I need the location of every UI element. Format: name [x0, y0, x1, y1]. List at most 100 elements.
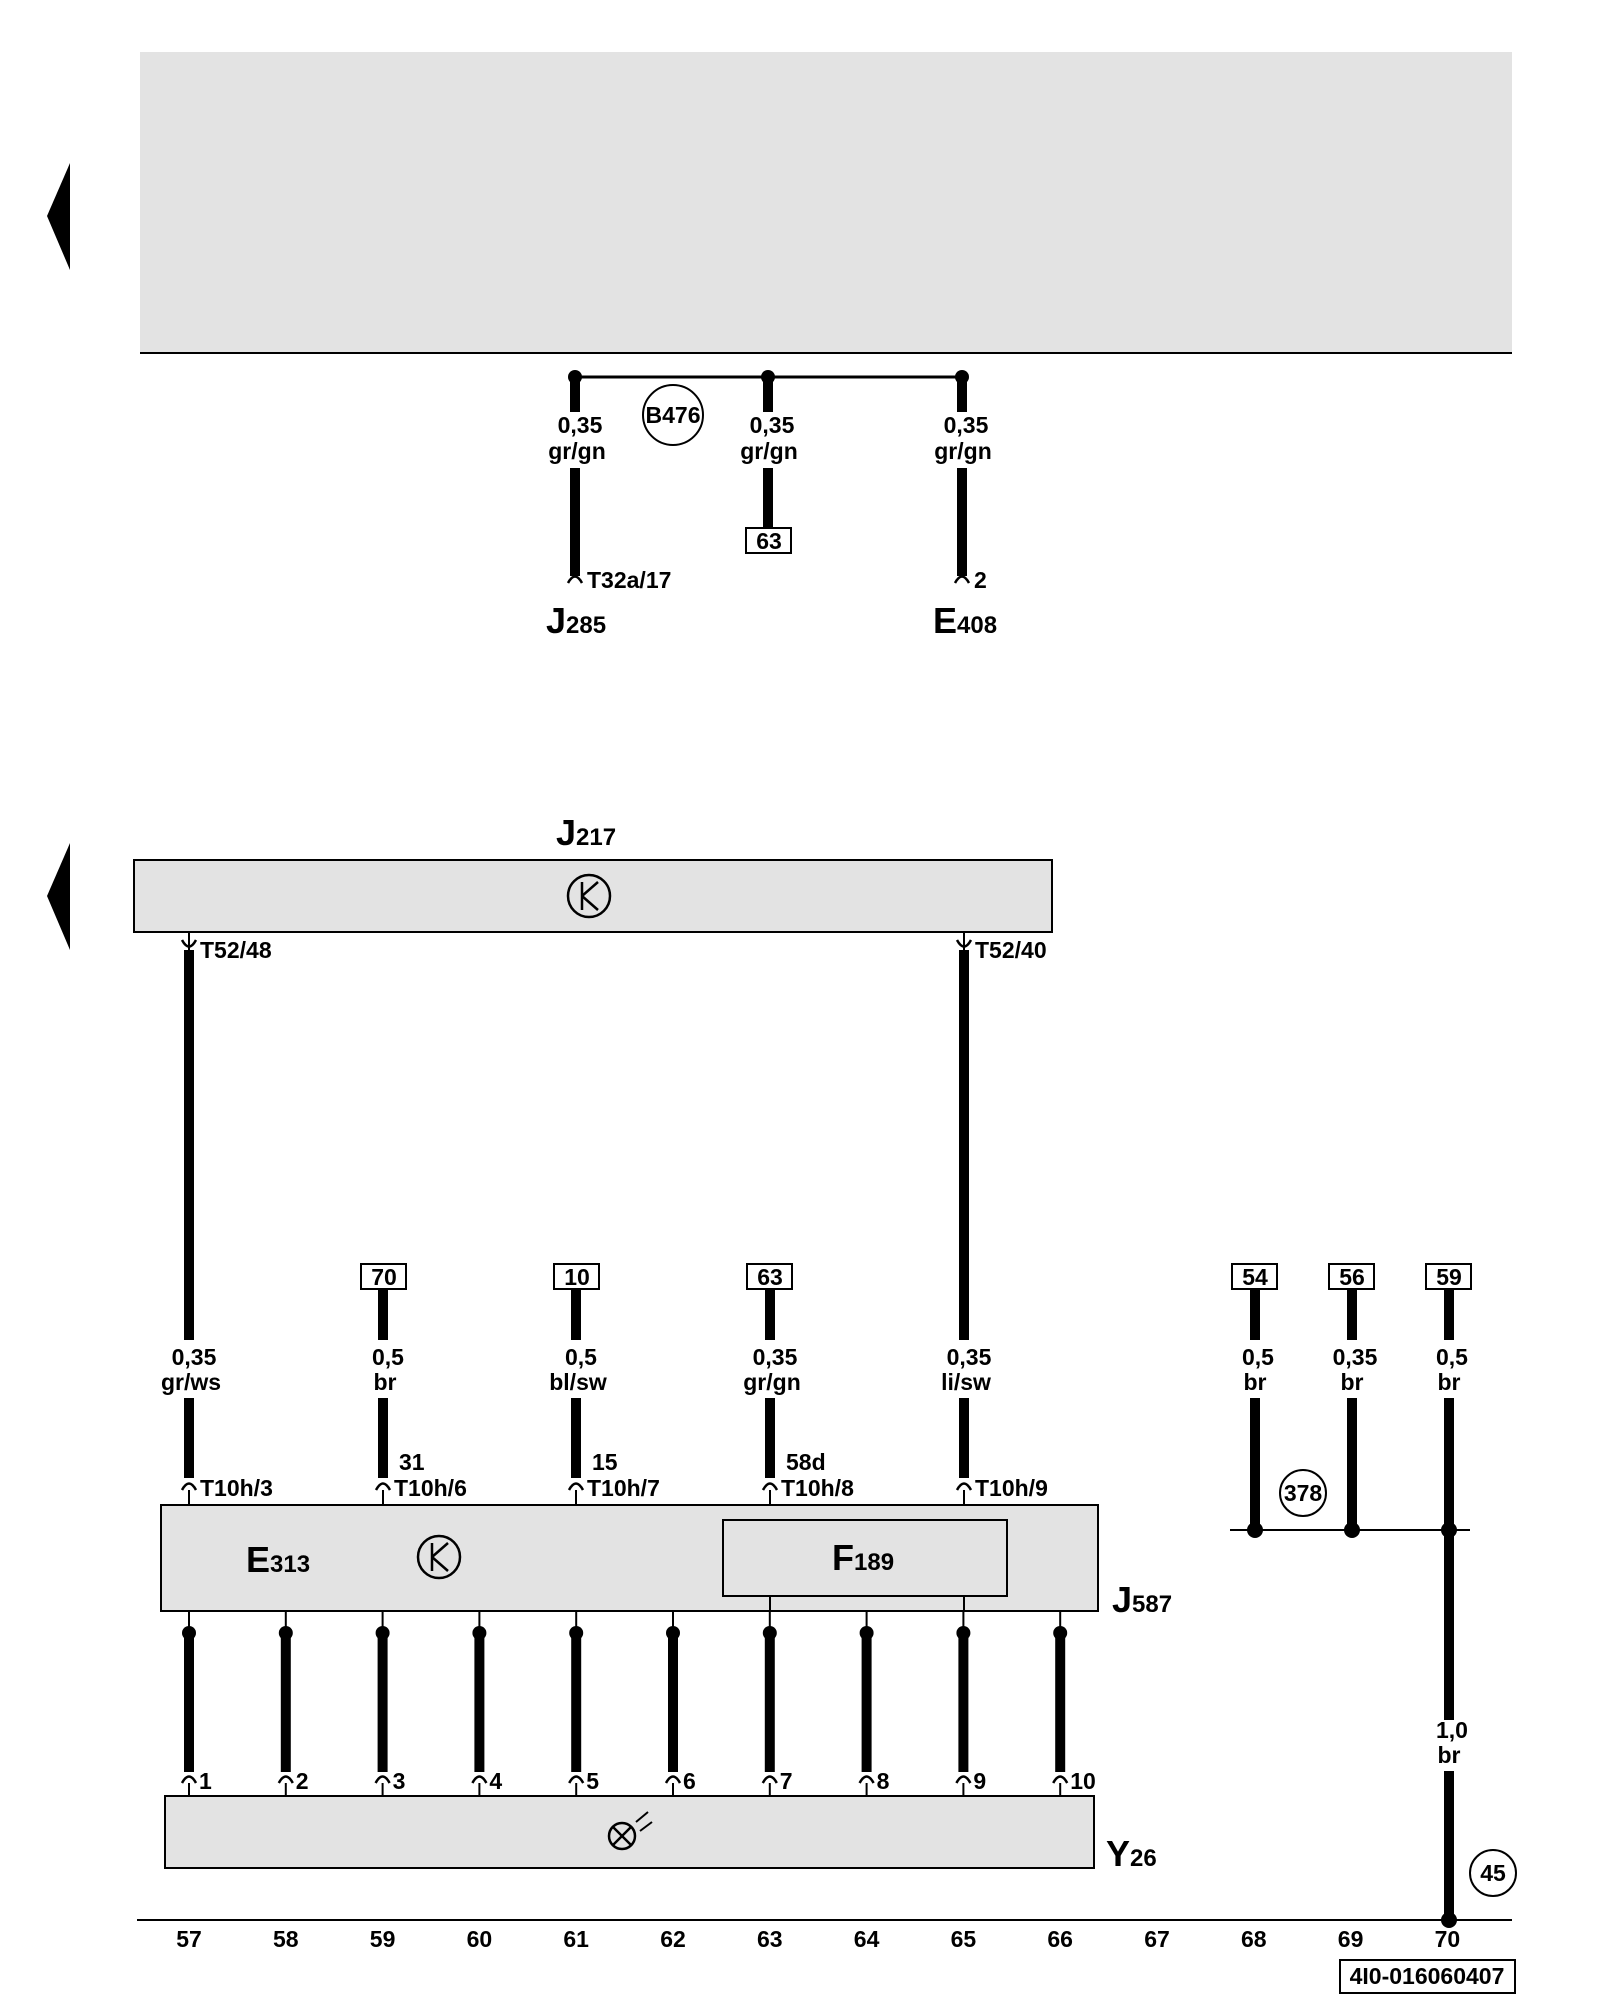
- y26-wire: 4: [471, 1611, 502, 1796]
- wire-t10h-8-ref: 63: [757, 1264, 783, 1290]
- ground-wire-color: br: [1438, 1742, 1461, 1768]
- terminal-15: 15: [592, 1449, 618, 1475]
- right-wire-59-ref: 59: [1436, 1264, 1462, 1290]
- right-wire-54-color: br: [1244, 1369, 1267, 1395]
- module-j217-label: J217: [556, 812, 616, 853]
- y26-pin-label: 7: [780, 1768, 793, 1794]
- pin-t10h-9: T10h/9: [975, 1475, 1048, 1501]
- y26-pin-label: 3: [393, 1768, 406, 1794]
- y26-wire: 10: [1052, 1611, 1096, 1796]
- y26-pin-label: 4: [489, 1768, 502, 1794]
- wire-t10h-3: 0,35 gr/ws T10h/3: [161, 1344, 273, 1505]
- ground-wire-gauge: 1,0: [1436, 1717, 1468, 1743]
- wire-t10h-3-gauge: 0,35: [172, 1344, 217, 1370]
- y26-pin-label: 9: [973, 1768, 986, 1794]
- y26-wire: 8: [858, 1611, 890, 1796]
- splice-b476-label: B476: [646, 402, 701, 428]
- right-wire-56-gauge: 0,35: [1333, 1344, 1378, 1370]
- wire-t10h-9: 0,35 li/sw T10h/9: [941, 1344, 1048, 1520]
- top-wire-3-color: gr/gn: [934, 438, 992, 464]
- y26-wire: 3: [374, 1611, 406, 1796]
- scale-label: 64: [854, 1926, 880, 1952]
- component-j285: J285: [546, 600, 606, 641]
- pin-t32a-17: T32a/17: [587, 567, 671, 593]
- top-wire-3-gauge: 0,35: [944, 412, 989, 438]
- wire-t10h-8: 63 0,35 gr/gn 58d T10h/8: [743, 1263, 854, 1520]
- scale-label: 70: [1435, 1926, 1461, 1952]
- y26-pin-label: 1: [199, 1768, 212, 1794]
- right-wire-54-gauge: 0,5: [1242, 1344, 1274, 1370]
- right-wire-54-ref: 54: [1242, 1264, 1268, 1290]
- wire-t10h-7: 10 0,5 bl/sw 15 T10h/7: [549, 1263, 660, 1505]
- transistor-icon-e313: [416, 1534, 462, 1580]
- scale-label: 67: [1144, 1926, 1170, 1952]
- terminal-31: 31: [399, 1449, 425, 1475]
- fuse-f189-label: F189: [832, 1537, 894, 1578]
- component-e408: E408: [933, 600, 997, 641]
- wire-t10h-6-gauge: 0,5: [372, 1344, 404, 1370]
- y26-wire: 9: [955, 1611, 986, 1796]
- prev-page-arrow-top[interactable]: [47, 163, 70, 270]
- top-wire-1: 0,35 gr/gn T32a/17: [548, 370, 671, 593]
- wire-t10h-8-color: gr/gn: [743, 1369, 801, 1395]
- scale-label: 61: [563, 1926, 589, 1952]
- right-wire-54: 54 0,5 br: [1231, 1263, 1278, 1538]
- scale-label: 66: [1047, 1926, 1073, 1952]
- pin-t52-40: T52/40: [975, 937, 1047, 963]
- diagram-id-label: 4I0-016060407: [1350, 1963, 1505, 1989]
- wire-t10h-9-color: li/sw: [941, 1369, 991, 1395]
- top-gray-area: [140, 52, 1512, 352]
- pin-t10h-8: T10h/8: [781, 1475, 854, 1501]
- right-wire-59-gauge: 0,5: [1436, 1344, 1468, 1370]
- wire-t10h-7-color: bl/sw: [549, 1369, 607, 1395]
- top-wire-1-color: gr/gn: [548, 438, 606, 464]
- right-wire-56: 56 0,35 br: [1328, 1263, 1378, 1538]
- ground-splice-378: 378: [1279, 1469, 1327, 1517]
- y26-wire: 1: [180, 1611, 212, 1796]
- module-j587-label: J587: [1112, 1579, 1172, 1620]
- scale-label: 68: [1241, 1926, 1267, 1952]
- top-wire-2-gauge: 0,35: [750, 412, 795, 438]
- top-wire-2-ref: 63: [756, 528, 782, 554]
- right-wire-59: 59 0,5 br: [1425, 1263, 1472, 1720]
- wire-t10h-3-color: gr/ws: [161, 1369, 221, 1395]
- top-wire-3: 0,35 gr/gn 2: [934, 370, 992, 593]
- y26-pin-label: 6: [683, 1768, 696, 1794]
- y26-wire: 2: [277, 1611, 309, 1796]
- prev-page-arrow-bottom[interactable]: [47, 843, 70, 950]
- ground-wire: 1,0 br: [1436, 1717, 1468, 1928]
- y26-pin-label: 2: [296, 1768, 309, 1794]
- module-j217: [133, 859, 1053, 933]
- pin-t10h-3: T10h/3: [200, 1475, 273, 1501]
- y26-pin-label: 5: [586, 1768, 599, 1794]
- scale-label: 69: [1338, 1926, 1364, 1952]
- wire-t10h-7-gauge: 0,5: [565, 1344, 597, 1370]
- pin-t10h-6: T10h/6: [394, 1475, 467, 1501]
- scale-label: 62: [660, 1926, 686, 1952]
- ground-ref-45: 45: [1469, 1849, 1517, 1897]
- right-wire-56-ref: 56: [1339, 1264, 1365, 1290]
- top-wire-2: 0,35 gr/gn 63: [740, 370, 798, 554]
- top-splice-b476: B476: [642, 384, 704, 446]
- scale-label: 60: [467, 1926, 493, 1952]
- diagram-id-box: 4I0-016060407: [1339, 1959, 1516, 1994]
- top-wire-2-color: gr/gn: [740, 438, 798, 464]
- wire-t10h-7-ref: 10: [564, 1264, 590, 1290]
- valve-y26-label: Y26: [1106, 1833, 1157, 1874]
- y26-pin-label: 10: [1070, 1768, 1096, 1794]
- y26-pin-label: 8: [877, 1768, 890, 1794]
- scale-label: 59: [370, 1926, 396, 1952]
- wire-t10h-6: 70 0,5 br 31 T10h/6: [360, 1263, 467, 1505]
- wire-t10h-9-gauge: 0,35: [947, 1344, 992, 1370]
- right-wire-56-color: br: [1341, 1369, 1364, 1395]
- ground-ref-45-label: 45: [1480, 1860, 1506, 1886]
- y26-wire: 6: [664, 1611, 696, 1796]
- wire-t10h-6-color: br: [374, 1369, 397, 1395]
- wire-t10h-8-gauge: 0,35: [753, 1344, 798, 1370]
- ground-splice-378-label: 378: [1284, 1480, 1323, 1506]
- top-wire-1-gauge: 0,35: [558, 412, 603, 438]
- pin-e408-2: 2: [974, 567, 987, 593]
- y26-wires: 1 2 3 4 5 6 7 8 9 10: [180, 1611, 1096, 1796]
